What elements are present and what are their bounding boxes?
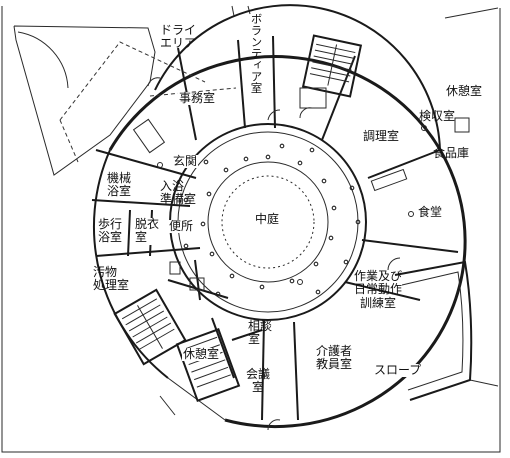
courtyard-label: 中庭	[255, 212, 280, 226]
kitchen-label: 調理室	[363, 129, 400, 143]
therapy-room-label: 作業及び 日常動作 訓練室	[354, 269, 403, 310]
machine-bath-label: 機械 浴室	[107, 171, 132, 199]
building-walls	[92, 4, 467, 428]
soiled-room-label: 汚物 処理室	[93, 265, 130, 293]
changing-room-label: 脱衣 室	[134, 217, 161, 245]
rest-room-top-label: 休憩室	[446, 84, 483, 98]
stair-top	[299, 34, 363, 109]
walking-bath-label: 歩行 浴室	[98, 217, 123, 245]
office-label: 事務室	[178, 91, 217, 106]
partition-walls	[91, 35, 459, 421]
meeting-room-label: 会議 室	[246, 367, 271, 395]
dry-area-label: ドライ エリア	[160, 23, 197, 51]
volunteer-room-label: ボランティア室	[249, 13, 264, 94]
bath-prep-label: 入浴 準備室	[160, 179, 197, 207]
pantry-label: 食品庫	[433, 146, 470, 160]
care-staff-room-label: 介護者 教員室	[316, 344, 353, 372]
entrance-label: 玄関	[172, 154, 199, 169]
site-boundary	[1, 5, 501, 453]
toilet-label: 便所	[168, 219, 195, 234]
slope-label: スロープ	[373, 363, 423, 378]
consultation-room-label: 相談 室	[248, 319, 273, 347]
storage-room-label: 検収室	[419, 109, 456, 123]
dining-label: 食堂	[418, 205, 443, 219]
stair-left	[113, 288, 187, 366]
courtyard-columns	[183, 143, 361, 297]
rest-room-bottom-label: 休憩室	[182, 347, 221, 362]
slope-ramp	[159, 260, 499, 416]
fixtures	[132, 77, 470, 431]
